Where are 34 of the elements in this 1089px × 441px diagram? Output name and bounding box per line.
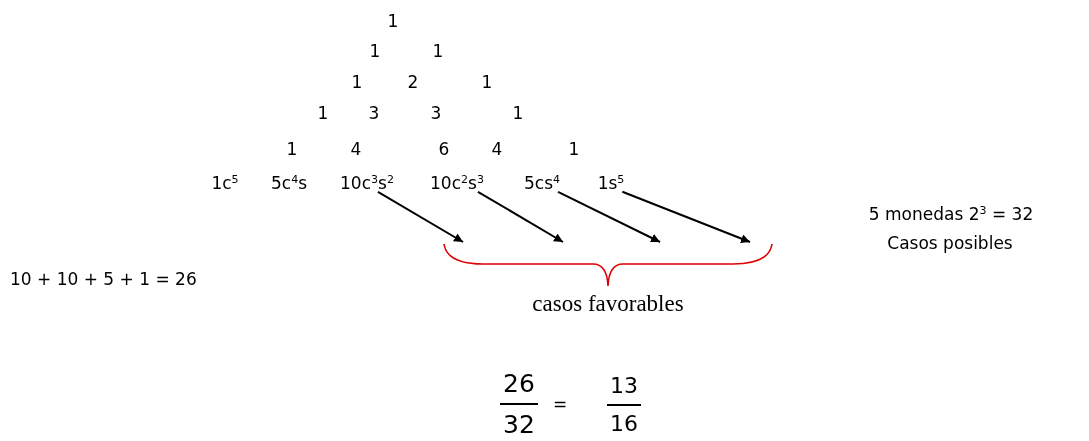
expansion-term: 5cs$^{4}$ bbox=[523, 174, 561, 194]
arrow bbox=[376, 190, 464, 243]
note-text: Casos posibles bbox=[887, 234, 1013, 254]
note-text: 5 monedas 2$^{3}$ = 32 bbox=[868, 205, 1034, 225]
expansion-term: 1s$^{5}$ bbox=[597, 174, 625, 194]
brace-caption: casos favorables bbox=[531, 290, 685, 316]
pascal-number: 1 bbox=[286, 140, 298, 160]
pascal-number: 3 bbox=[368, 104, 380, 124]
equals-sign: = bbox=[552, 395, 568, 415]
pascal-number: 1 bbox=[481, 73, 493, 93]
expansion-term: 10c$^{3}$s$^{2}$ bbox=[340, 174, 394, 194]
fraction-number: 32 bbox=[503, 410, 535, 440]
pascal-number: 1 bbox=[568, 140, 580, 160]
pascal-number: 1 bbox=[512, 104, 524, 124]
pascal-number: 1 bbox=[317, 104, 329, 124]
pascal-number: 1 bbox=[432, 42, 444, 62]
pascal-number: 1 bbox=[387, 12, 399, 32]
pascal-number: 3 bbox=[430, 104, 442, 124]
expansion-term: 1c$^{5}$ bbox=[211, 174, 239, 194]
fraction-number: 26 bbox=[503, 369, 535, 399]
pascal-number: 2 bbox=[407, 73, 419, 93]
pascal-number: 1 bbox=[369, 42, 381, 62]
arrow bbox=[621, 190, 751, 243]
expansion-term: 5c$^{4}$s bbox=[270, 174, 308, 194]
arrow bbox=[476, 190, 564, 243]
pascal-number: 1 bbox=[351, 73, 363, 93]
arrow bbox=[557, 190, 661, 243]
pascal-number: 6 bbox=[438, 140, 450, 160]
expansion-term: 10c$^{2}$s$^{3}$ bbox=[430, 174, 484, 194]
pascal-number: 4 bbox=[491, 140, 503, 160]
sum-equation: 10 + 10 + 5 + 1 = 26 bbox=[10, 270, 197, 290]
fraction-number: 16 bbox=[610, 411, 638, 437]
pascal-number: 4 bbox=[350, 140, 362, 160]
fraction-number: 13 bbox=[610, 373, 638, 399]
